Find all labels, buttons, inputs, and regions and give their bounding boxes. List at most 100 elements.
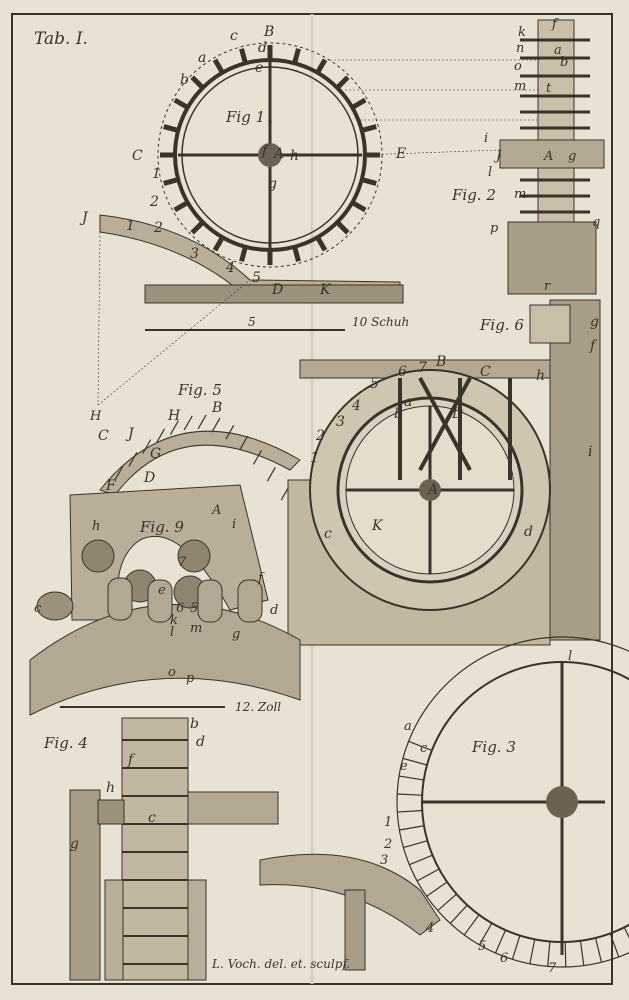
label-f3-0: l [568,649,572,664]
fig3-rung [547,941,551,967]
label-f4-5: g [70,836,79,852]
fig3-rung [397,809,423,813]
label-f6-15: A [426,482,438,498]
label-f2-1: f [551,17,559,32]
label-f9-1: A [211,503,221,518]
schuh-scale-label: 10 Schuh [352,315,409,329]
label-f2-0: k [518,25,526,40]
fig1-paddle [190,220,205,235]
label-f3-8: 5 [478,939,486,954]
fig3-rung [398,775,424,781]
fig5-tooth [142,439,152,454]
fig3-rung [564,941,567,967]
fig5-tooth [225,424,235,440]
fig5-tooth [169,420,179,435]
label-f9-10: m [190,621,202,636]
label-f6-1: f [589,338,598,354]
fig2-caption: Fig. 2 [451,186,496,204]
label-f9-7: e [158,583,166,598]
label-f2-12: l [488,165,492,180]
label-f6-2: h [536,368,545,384]
fig3-rung [403,840,428,849]
fig3-rung [416,868,440,882]
fig4-bucket-chain: Fig. 4 [43,717,279,981]
fig1-paddle [173,200,189,213]
label-f9-11: o [168,665,176,680]
label-f3-3: e [400,759,408,774]
fig1-paddle [361,177,377,186]
fig3-rung [463,914,480,936]
fig1-paddle [163,177,179,186]
fig1-paddle [292,48,301,64]
label-f1-17: 2 [153,220,163,236]
label-f6-6: 6 [398,364,407,380]
fig3-rung [623,927,629,939]
label-f5-3: J [125,426,135,442]
fig1-paddle [239,246,248,262]
label-f1-3: e [255,60,263,76]
label-f5-5: D [143,470,155,486]
label-f9-9: l [170,625,174,640]
label-f6-17: c [324,526,332,542]
fig1-caption: Fig 1 [225,108,265,126]
fig6-overshot-wheel: Fig. 6 [287,299,601,646]
fig1-paddle [163,124,179,133]
label-f2-6: m [514,79,526,94]
label-f2-11: g [568,149,576,164]
label-f6-12: a [404,394,412,410]
fig5-tooth [239,435,249,451]
label-f3-6: 3 [380,853,388,868]
label-f2-2: n [516,41,524,56]
fig5-tooth [211,417,221,433]
fig1-paddle [315,236,328,252]
label-f3-2: c [420,741,428,756]
guide-lines [97,231,251,406]
label-f4-3: h [106,780,115,796]
label-f1-2: d [258,40,267,56]
label-f9-6: g [232,627,240,642]
label-f5-1: H [167,408,181,424]
label-f6-13: b [394,406,403,422]
label-f6-9: 3 [336,414,345,430]
label-f1-4: a [198,50,206,66]
zoll-scale: 12. Zoll [60,700,281,714]
label-f4-2: f [127,752,136,768]
label-f9-13: 7 [178,555,187,570]
label-f1-0: B [263,24,274,40]
fig3-rung [579,940,585,966]
label-f1-19: 4 [225,260,235,276]
fig3-rung [402,757,428,766]
fig2-rim-section: Fig. 2 [451,19,605,295]
fig5-tooth [266,467,276,482]
label-f4-0: b [190,716,199,732]
fig1-paddle [351,97,367,110]
fig1-paddle [212,236,225,252]
fig9-gear-detail: Fig. 9 [29,484,301,716]
fig5-tooth [114,465,124,481]
label-f3-4: 1 [384,815,392,830]
fig9-caption: Fig. 9 [139,518,184,536]
fig5-caption: Fig. 5 [177,381,222,399]
label-f6-14: D [451,406,463,422]
label-f6-4: B [435,354,446,370]
fig3-rung [409,854,433,866]
fig3-rung [426,881,448,897]
label-f6-16: K [371,518,384,534]
lantern-pin [177,539,211,573]
fig3-rung [397,793,423,796]
label-f6-8: 4 [351,398,361,414]
label-f1-16: 1 [126,218,135,234]
label-f6-7: 5 [370,376,379,392]
label-f1-8: 2 [149,194,159,210]
label-f1-21: D [271,282,283,298]
label-f9-5: d [270,603,278,618]
fig1-paddle [292,246,301,262]
label-f2-10: A [543,149,553,164]
label-f1-6: C [132,148,143,164]
fig1-paddle [173,97,189,110]
gear-tooth [147,579,173,623]
label-f2-3: a [554,43,562,58]
